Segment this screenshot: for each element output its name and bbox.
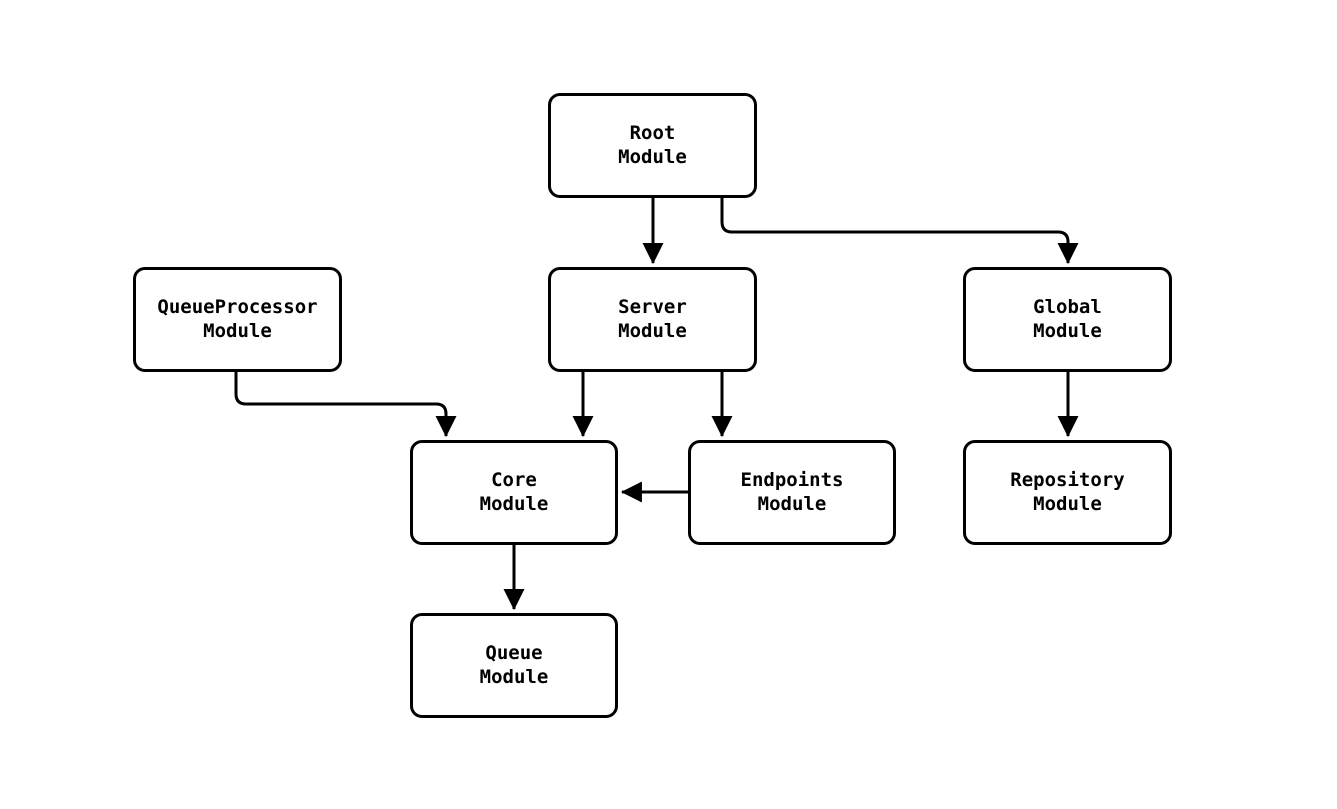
edge-root-to-global — [720, 198, 1079, 265]
node-core-module: Core Module — [410, 440, 618, 545]
node-label: Repository Module — [1010, 468, 1125, 515]
node-label: Root Module — [618, 121, 687, 168]
node-label: Server Module — [618, 295, 687, 342]
node-label: Queue Module — [479, 641, 549, 688]
node-label: Global Module — [1033, 295, 1102, 342]
node-endpoints-module: Endpoints Module — [688, 440, 896, 545]
node-label: QueueProcessor Module — [157, 295, 318, 342]
node-server-module: Server Module — [548, 267, 757, 372]
node-root-module: Root Module — [548, 93, 757, 198]
node-label: Endpoints Module — [740, 468, 844, 515]
node-global-module: Global Module — [963, 267, 1172, 372]
node-queue-module: Queue Module — [410, 613, 618, 718]
node-label: Core Module — [479, 468, 549, 515]
node-repository-module: Repository Module — [963, 440, 1172, 545]
edge-queueprocessor-to-core — [234, 372, 457, 438]
node-queueprocessor-module: QueueProcessor Module — [133, 267, 342, 372]
